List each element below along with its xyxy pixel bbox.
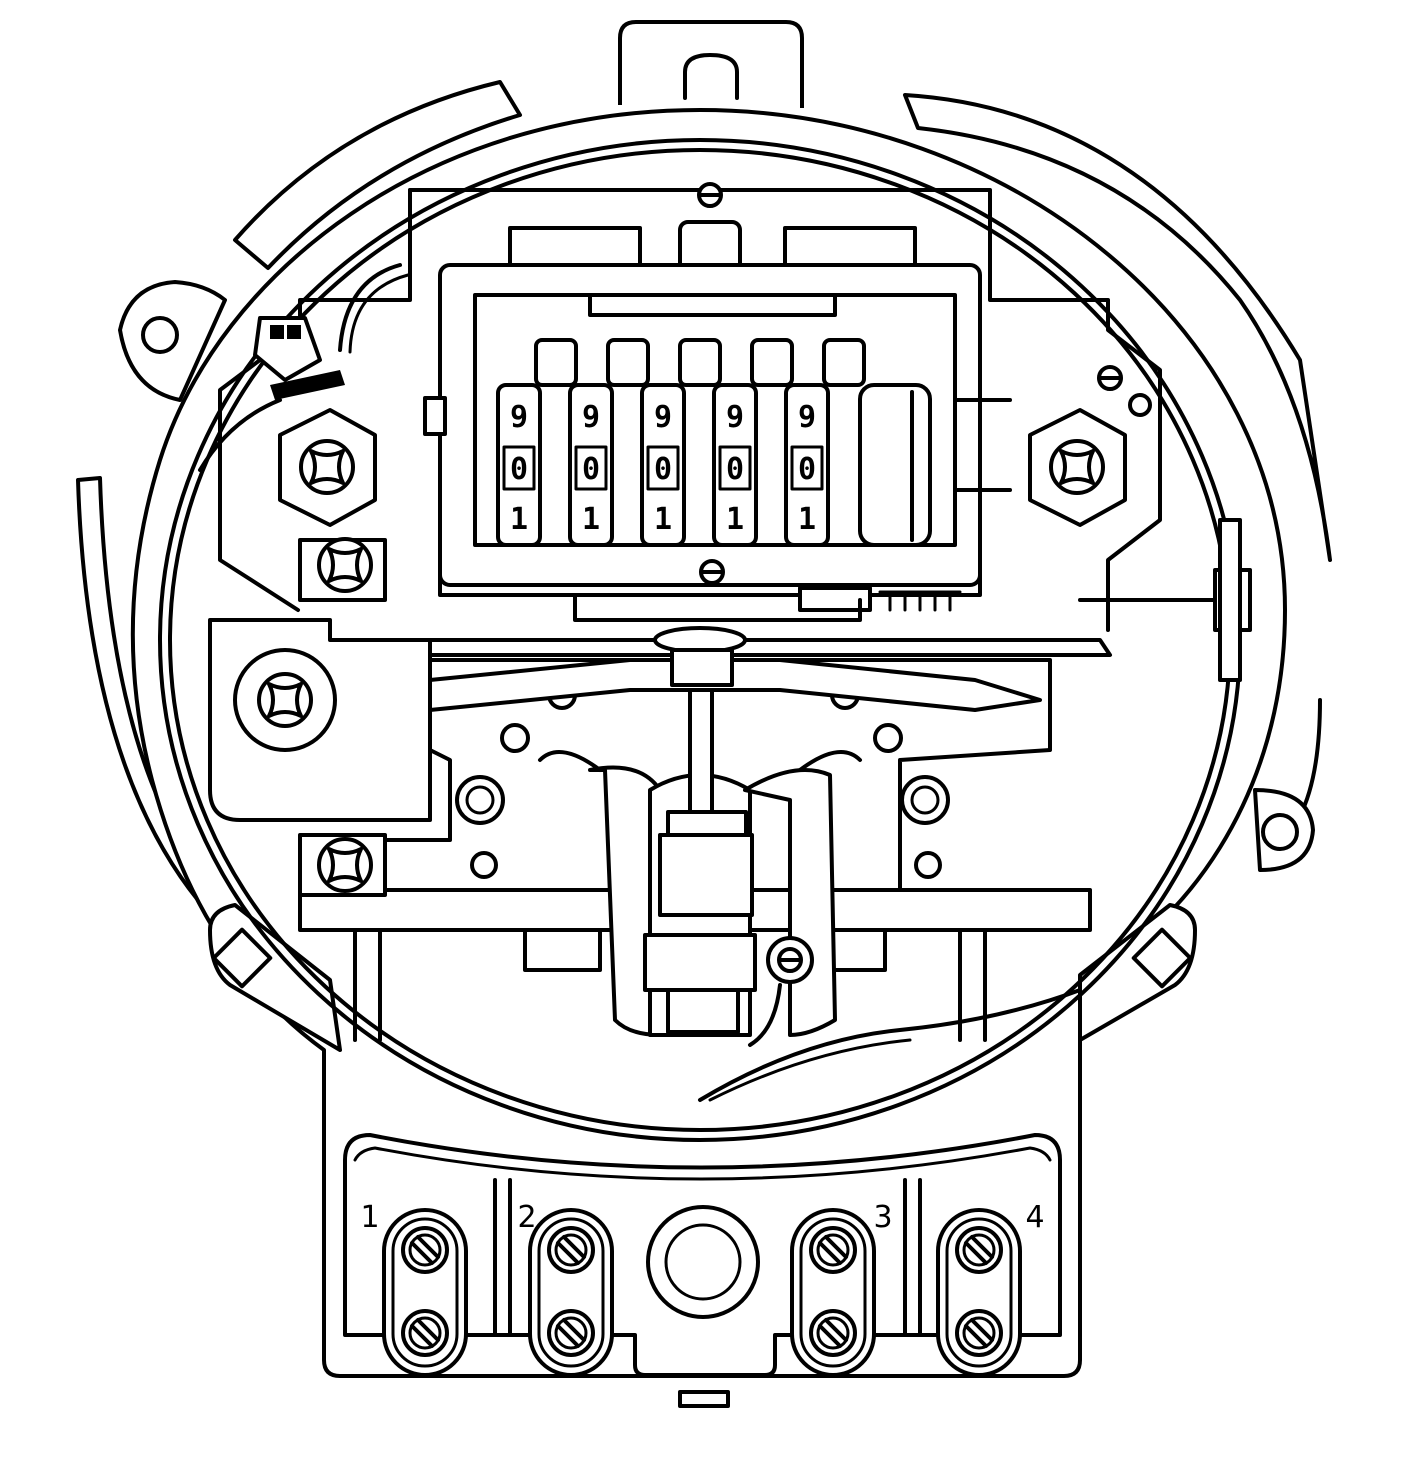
terminal-label: 2 [517,1200,536,1235]
wheel-digit-middle: 0 [582,452,600,487]
wheel-digit-top: 9 [582,400,600,435]
terminal-label: 3 [873,1200,892,1235]
register-wheels: 9 0 1 9 0 1 9 0 1 9 0 1 [496,338,866,547]
terminal-label: 1 [360,1200,379,1235]
register-wheel: 9 0 1 [640,338,722,547]
rotor-disc [293,626,1112,712]
wheel-digit-top: 9 [798,400,816,435]
base-frame [218,182,1162,1042]
wheel-digit-bottom: 1 [798,502,816,537]
terminal-4: 4 [936,1200,1045,1377]
terminal-block [343,1133,1062,1408]
left-terminal-nut [278,408,377,527]
wheel-digit-bottom: 1 [510,502,528,537]
register-wheel: 9 0 1 [496,338,578,547]
wheel-digit-middle: 0 [510,452,528,487]
terminal-3: 3 [790,1200,893,1377]
register-wheel: 9 0 1 [568,338,650,547]
register-wheel: 9 0 1 [712,338,794,547]
mounting-plate [298,658,1082,1102]
wheel-digit-bottom: 1 [726,502,744,537]
right-terminal-nut [1028,365,1152,527]
wheel-digit-top: 9 [654,400,672,435]
wheel-digit-top: 9 [510,400,528,435]
wheel-digit-middle: 0 [798,452,816,487]
wheel-digit-bottom: 1 [582,502,600,537]
wheel-digit-middle: 0 [654,452,672,487]
register-wheel: 9 0 1 [784,338,866,547]
wheel-digit-bottom: 1 [654,502,672,537]
terminal-2: 2 [517,1200,614,1377]
terminal-1: 1 [360,1200,468,1377]
left-bracket [208,537,432,897]
wheel-digit-middle: 0 [726,452,744,487]
terminal-label: 4 [1025,1200,1044,1235]
wire-clip [198,263,410,472]
wheel-digit-top: 9 [726,400,744,435]
